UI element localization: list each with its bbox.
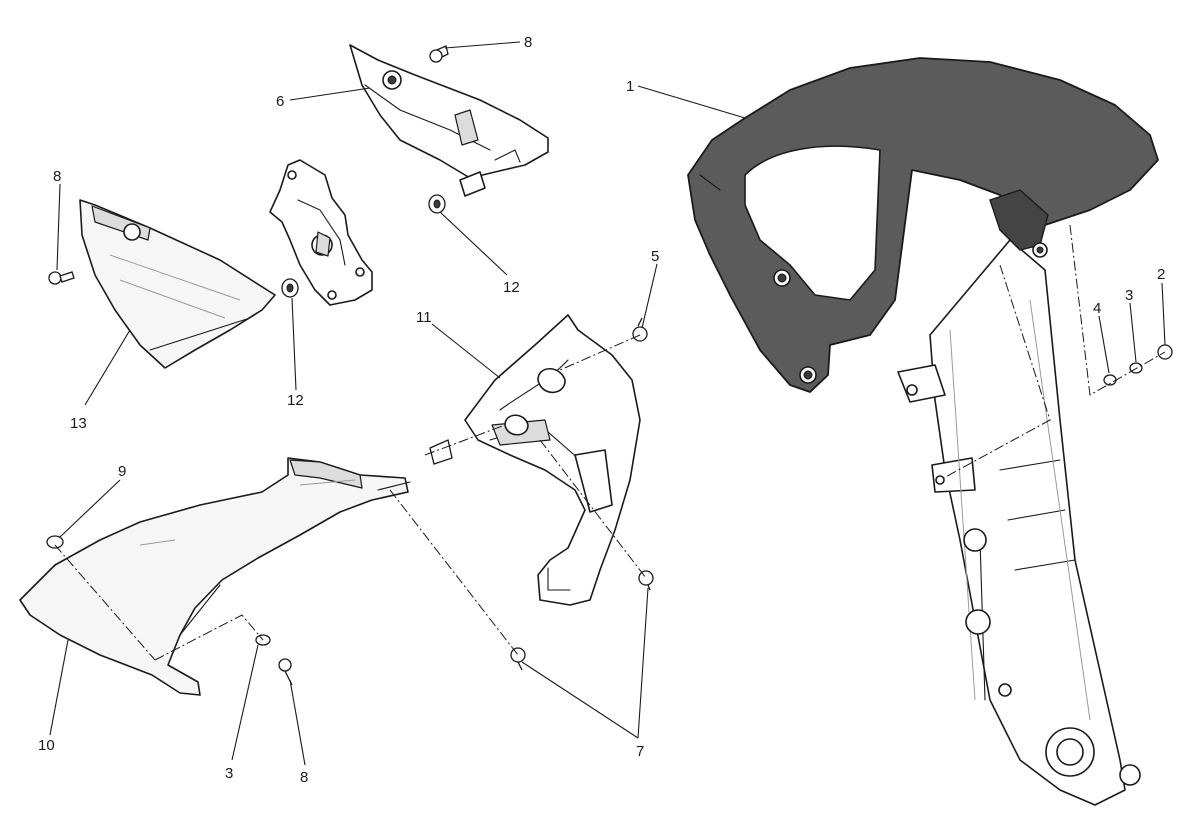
callout-4: 4: [1093, 300, 1101, 317]
callout-12-left: 12: [287, 392, 304, 409]
callout-7: 7: [636, 743, 644, 760]
callout-2: 2: [1157, 266, 1165, 283]
front-fork-leg: [897, 239, 1141, 806]
leader-lines: [49, 41, 1166, 766]
upper-side-panel: [349, 44, 549, 197]
callout-11: 11: [416, 309, 432, 326]
callout-12-top: 12: [503, 279, 520, 296]
assembly-lines: [54, 224, 1166, 661]
hardware: [46, 45, 1173, 686]
callout-8-bottom: 8: [300, 769, 308, 786]
callout-8-left: 8: [53, 168, 61, 185]
mounting-bracket: [269, 159, 373, 306]
callout-9: 9: [118, 463, 126, 480]
callout-5: 5: [651, 248, 659, 265]
callout-13: 13: [70, 415, 87, 432]
callout-3-bottom: 3: [225, 765, 233, 782]
callout-8-top: 8: [524, 34, 532, 51]
small-side-panel: [79, 199, 276, 369]
lower-fairing: [19, 457, 411, 696]
callout-3-right: 3: [1125, 287, 1133, 304]
callout-1: 1: [626, 78, 634, 95]
inner-fairing: [464, 314, 641, 606]
front-mudguard: [687, 57, 1159, 393]
callout-labels: 1 2 3 4 5 6 7 8 8 8 9 10 11 12 12 13 3: [38, 34, 1165, 786]
callout-10: 10: [38, 737, 55, 754]
callout-6: 6: [276, 93, 284, 110]
